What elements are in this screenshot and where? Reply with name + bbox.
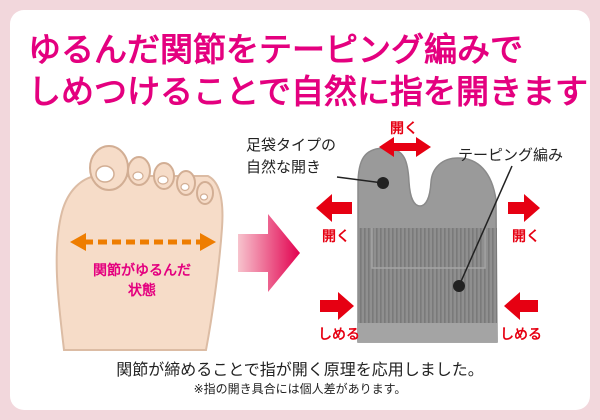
tabi-type-label-line-1: 足袋タイプの [246,136,337,154]
footer-main-text: 関節が締めることで指が開く原理を応用しました。 [116,360,484,379]
callout-dot-icon [377,177,389,189]
open-left-label: 開く [322,229,350,245]
taping-knit-label: テーピング編み [458,146,564,164]
open-top-arrow-icon [379,137,431,157]
toe-icon [196,181,214,205]
loose-joint-label-line-1: 関節がゆるんだ [93,263,191,279]
toe-icon [127,156,151,186]
footer-note-text: ※指の開き具合には個人差があります。 [193,382,407,396]
tighten-right-label: しめる [500,327,542,343]
tighten-right-arrow-icon [504,292,538,320]
open-right-label: 開く [512,229,540,245]
loose-joint-label-line-2: 状態 [128,283,156,299]
open-right-arrow-icon [508,194,540,222]
open-top-label: 開く [390,121,418,137]
headline-line-1: ゆるんだ関節をテーピング編みで [28,30,523,69]
tighten-left-arrow-icon [320,292,354,320]
headline-line-2: しめつけることで自然に指を開きます [28,72,589,111]
bare-foot-illustration [55,145,224,351]
tighten-left-label: しめる [318,327,360,343]
tabi-sock-illustration [357,147,498,343]
callout-dot-icon [453,280,465,292]
tabi-type-label-line-2: 自然な開き [246,158,322,176]
open-left-arrow-icon [316,194,352,222]
transition-arrow-icon [238,214,300,292]
loose-spread-arrow-icon [70,233,216,251]
